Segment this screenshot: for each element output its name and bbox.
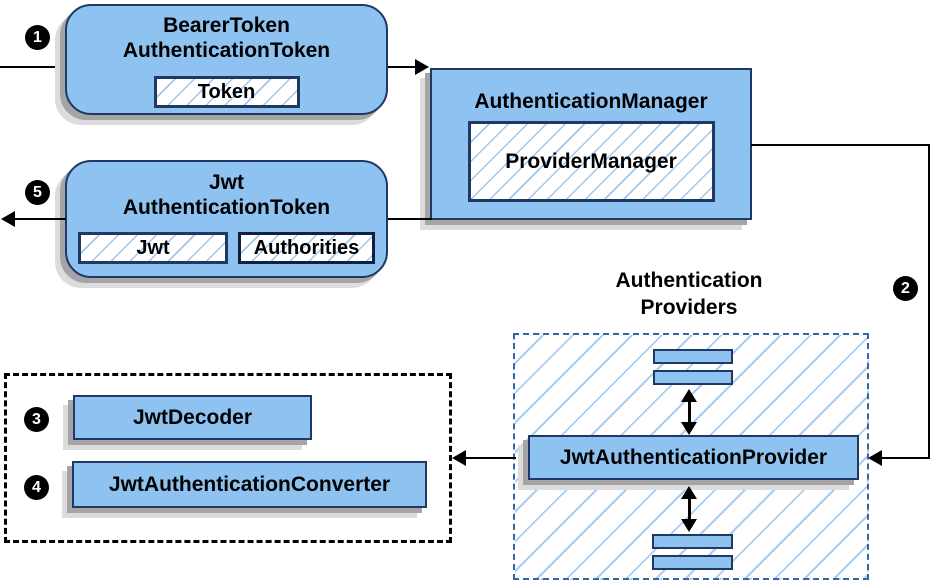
authentication-providers-region: JwtAuthenticationProvider <box>513 333 869 580</box>
providers-heading-line1: Authentication <box>615 269 763 292</box>
bearer-token-authentication-token-node: BearerToken AuthenticationToken Token <box>65 4 388 115</box>
manager-to-provider-line-bottom <box>880 457 930 459</box>
response-out-arrow-icon <box>1 211 15 227</box>
provider-to-tools-line <box>464 457 516 459</box>
bearer-token-node-title: BearerToken AuthenticationToken <box>123 6 330 63</box>
step-badge-1: 1 <box>25 25 50 50</box>
provider-stack-double-arrow-bottom-icon <box>681 486 697 532</box>
jwt-authentication-provider-node: JwtAuthenticationProvider <box>528 435 859 480</box>
step-badge-4: 4 <box>24 475 49 500</box>
step-badge-5: 5 <box>25 180 50 205</box>
bearer-to-manager-line <box>388 66 417 68</box>
provider-stack-bar-2 <box>653 370 733 385</box>
provider-stack-bar-4 <box>652 555 733 570</box>
jwt-token-title-line1: Jwt <box>208 171 244 194</box>
provider-manager-field: ProviderManager <box>467 121 715 202</box>
bearer-token-title-line2: AuthenticationToken <box>122 39 331 62</box>
response-out-line <box>13 218 66 220</box>
providers-heading-line2: Providers <box>640 296 738 319</box>
authentication-manager-title: AuthenticationManager <box>474 90 708 113</box>
token-field: Token <box>153 76 300 108</box>
authorities-field: Authorities <box>238 232 375 264</box>
step-badge-3: 3 <box>24 407 49 432</box>
jwt-token-title-line2: AuthenticationToken <box>122 196 331 219</box>
jwt-field: Jwt <box>78 232 228 264</box>
jwt-decoder-node: JwtDecoder <box>73 395 312 440</box>
jwt-token-fields-row: Jwt Authorities <box>78 232 375 264</box>
request-in-line <box>0 66 66 68</box>
authentication-providers-heading: Authentication Providers <box>589 267 789 321</box>
authentication-manager-node: AuthenticationManager ProviderManager <box>430 68 752 220</box>
provider-stack-bar-1 <box>653 349 733 364</box>
provider-stack-double-arrow-top-icon <box>681 389 697 435</box>
manager-to-provider-line-top <box>751 144 930 146</box>
jwt-authentication-converter-node: JwtAuthenticationConverter <box>72 461 427 508</box>
step-badge-2: 2 <box>893 276 918 301</box>
manager-to-jwt-token-line <box>386 218 432 220</box>
bearer-to-manager-arrow-icon <box>415 59 429 75</box>
jwt-token-node-title: Jwt AuthenticationToken <box>123 162 330 220</box>
jwt-tools-region: 3 JwtDecoder 4 JwtAuthenticationConverte… <box>4 373 452 543</box>
provider-to-tools-arrow-icon <box>452 450 466 466</box>
jwt-authentication-token-node: Jwt AuthenticationToken Jwt Authorities <box>65 160 388 278</box>
manager-to-provider-line-right <box>928 144 930 459</box>
bearer-token-title-line1: BearerToken <box>163 14 290 37</box>
provider-stack-bar-3 <box>652 534 733 549</box>
manager-to-provider-arrow-icon <box>868 450 882 466</box>
